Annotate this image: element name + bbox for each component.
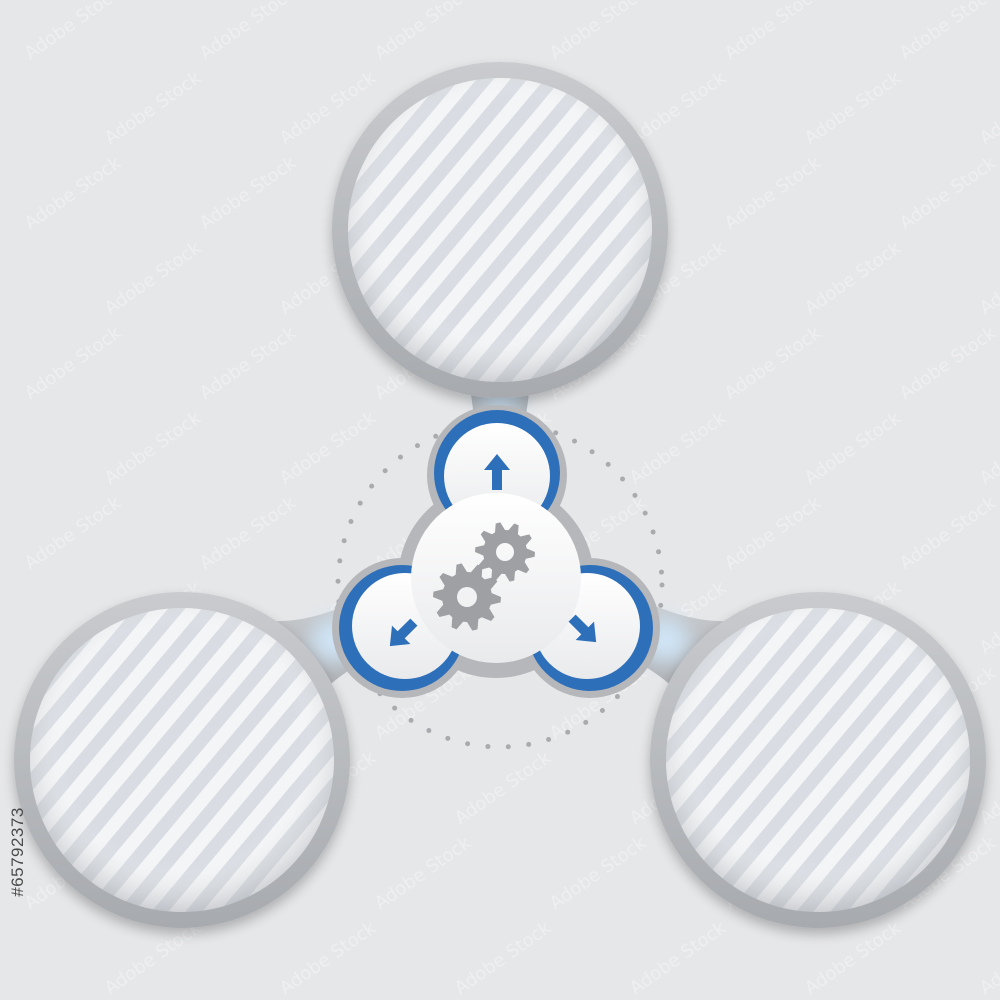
watermark-text: Adobe Stock bbox=[21, 492, 126, 574]
watermark-text: Adobe Stock bbox=[896, 152, 1000, 234]
arrow-down-right-icon bbox=[568, 614, 597, 643]
watermark-text: Adobe Stock bbox=[21, 152, 126, 234]
watermark-text: Adobe Stock bbox=[626, 67, 731, 149]
watermark-text: Adobe Stock bbox=[896, 0, 1000, 64]
watermark-text: Adobe Stock bbox=[801, 237, 906, 319]
watermark-text: Adobe Stock bbox=[976, 407, 1000, 489]
gear-large-icon bbox=[433, 563, 501, 631]
watermark-text: Adobe Stock bbox=[626, 917, 731, 999]
watermark-text: Adobe Stock bbox=[276, 917, 381, 999]
watermark-text: Adobe Stock bbox=[21, 0, 126, 64]
watermark-text: Adobe Stock bbox=[976, 67, 1000, 149]
watermark-text: Adobe Stock bbox=[371, 832, 476, 914]
watermark-text: Adobe Stock bbox=[721, 492, 826, 574]
watermark-text: Adobe Stock bbox=[196, 322, 301, 404]
watermark-text: Adobe Stock bbox=[801, 917, 906, 999]
watermark-text: Adobe Stock bbox=[276, 407, 381, 489]
arrow-down-left-icon bbox=[389, 618, 418, 647]
gear-small-icon bbox=[475, 522, 535, 582]
central-hub bbox=[332, 405, 660, 698]
watermark-text: Adobe Stock bbox=[546, 832, 651, 914]
watermark-text: Adobe Stock bbox=[896, 492, 1000, 574]
watermark-text: Adobe Stock bbox=[371, 0, 476, 64]
watermark-text: Adobe Stock bbox=[546, 0, 651, 64]
watermark-text: Adobe Stock bbox=[896, 322, 1000, 404]
watermark-text: Adobe Stock bbox=[101, 917, 206, 999]
watermark-text: Adobe Stock bbox=[196, 152, 301, 234]
watermark-text: Adobe Stock bbox=[721, 152, 826, 234]
watermark-text: Adobe Stock bbox=[626, 407, 731, 489]
watermark-text: Adobe Stock bbox=[801, 67, 906, 149]
right-circle[interactable] bbox=[650, 592, 986, 928]
watermark-text: Adobe Stock bbox=[21, 322, 126, 404]
arrow-up-icon bbox=[484, 454, 510, 490]
left-circle[interactable] bbox=[14, 592, 350, 928]
dotted-guide-circle bbox=[335, 420, 665, 750]
watermark-text: Adobe Stock bbox=[976, 237, 1000, 319]
top-circle[interactable] bbox=[332, 62, 668, 398]
watermark-text: Adobe Stock bbox=[101, 407, 206, 489]
watermark-text: Adobe Stock bbox=[196, 492, 301, 574]
watermark-text: Adobe Stock bbox=[801, 407, 906, 489]
watermark-text: Adobe Stock bbox=[451, 747, 556, 829]
watermark-text: Adobe Stock bbox=[721, 322, 826, 404]
watermark-text: Adobe Stock bbox=[976, 917, 1000, 999]
gears-icon bbox=[433, 522, 535, 631]
watermark-text: Adobe Stock bbox=[721, 0, 826, 64]
watermark-text: Adobe Stock bbox=[101, 67, 206, 149]
watermark-text: Adobe Stock bbox=[196, 0, 301, 64]
watermark-text: Adobe Stock bbox=[451, 917, 556, 999]
watermark-text: Adobe Stock bbox=[976, 577, 1000, 659]
watermark-text: Adobe Stock bbox=[101, 237, 206, 319]
